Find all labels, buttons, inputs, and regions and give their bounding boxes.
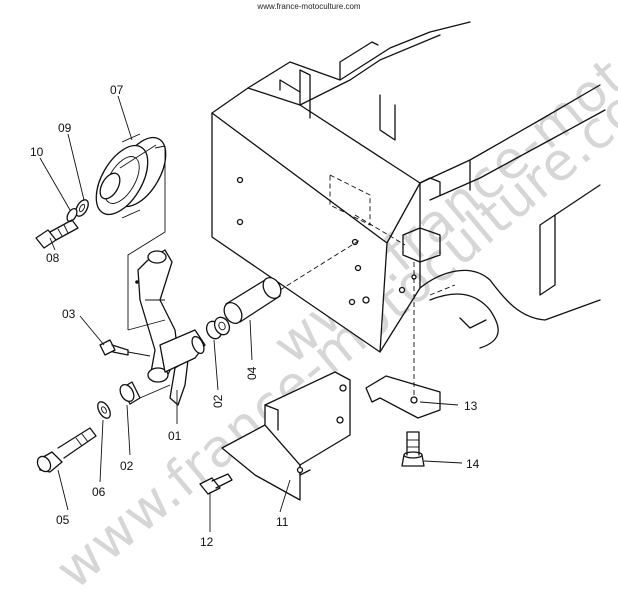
part-13-plate [365, 262, 441, 419]
diagram-stage: www.france-motoculture.com www.france-mo… [30, 0, 618, 601]
pulley-bracket-outline [127, 146, 166, 330]
part-12-bolt [199, 473, 233, 495]
part-labels: 07 09 10 08 03 04 02 01 02 06 05 13 14 1… [30, 83, 480, 549]
chassis-frame [211, 21, 606, 353]
label-12: 12 [200, 535, 214, 549]
label-06: 06 [92, 485, 106, 499]
part-11-bracket [221, 371, 351, 501]
part-09-washer [75, 199, 89, 217]
label-02-upper: 02 [211, 394, 225, 408]
label-08: 08 [46, 251, 60, 265]
part-07-idler-pulley [95, 133, 167, 219]
label-02-lower: 02 [120, 459, 134, 473]
label-04: 04 [245, 366, 259, 380]
site-url: www.france-motoculture.com [257, 2, 361, 11]
arm-pivot-leader [127, 319, 166, 331]
parts-drawing: 07 09 10 08 03 04 02 01 02 06 05 13 14 1… [30, 21, 606, 549]
part-08-bolt [35, 219, 79, 249]
part-03-grease-nipple [99, 339, 151, 357]
part-01-tension-arm [135, 249, 206, 406]
part-14-bolt [401, 431, 425, 467]
shaft-04-leader [249, 319, 253, 361]
label-11: 11 [276, 515, 289, 529]
label-10: 10 [30, 145, 44, 159]
lower-bolt-leader [139, 384, 171, 399]
part-05-bolt [36, 427, 97, 473]
label-07: 07 [110, 83, 124, 97]
label-09: 09 [58, 121, 72, 135]
part-02-bushing-lower [119, 381, 141, 405]
part-06-washer [97, 401, 111, 419]
part-10-nut [66, 207, 78, 223]
part-02-bushing-upper [205, 316, 231, 340]
label-13: 13 [464, 399, 478, 413]
leader-lines [39, 95, 463, 532]
part-04-shaft [223, 277, 282, 324]
label-05: 05 [56, 513, 70, 527]
label-14: 14 [466, 457, 480, 471]
label-01: 01 [168, 429, 182, 443]
label-03: 03 [62, 307, 76, 321]
